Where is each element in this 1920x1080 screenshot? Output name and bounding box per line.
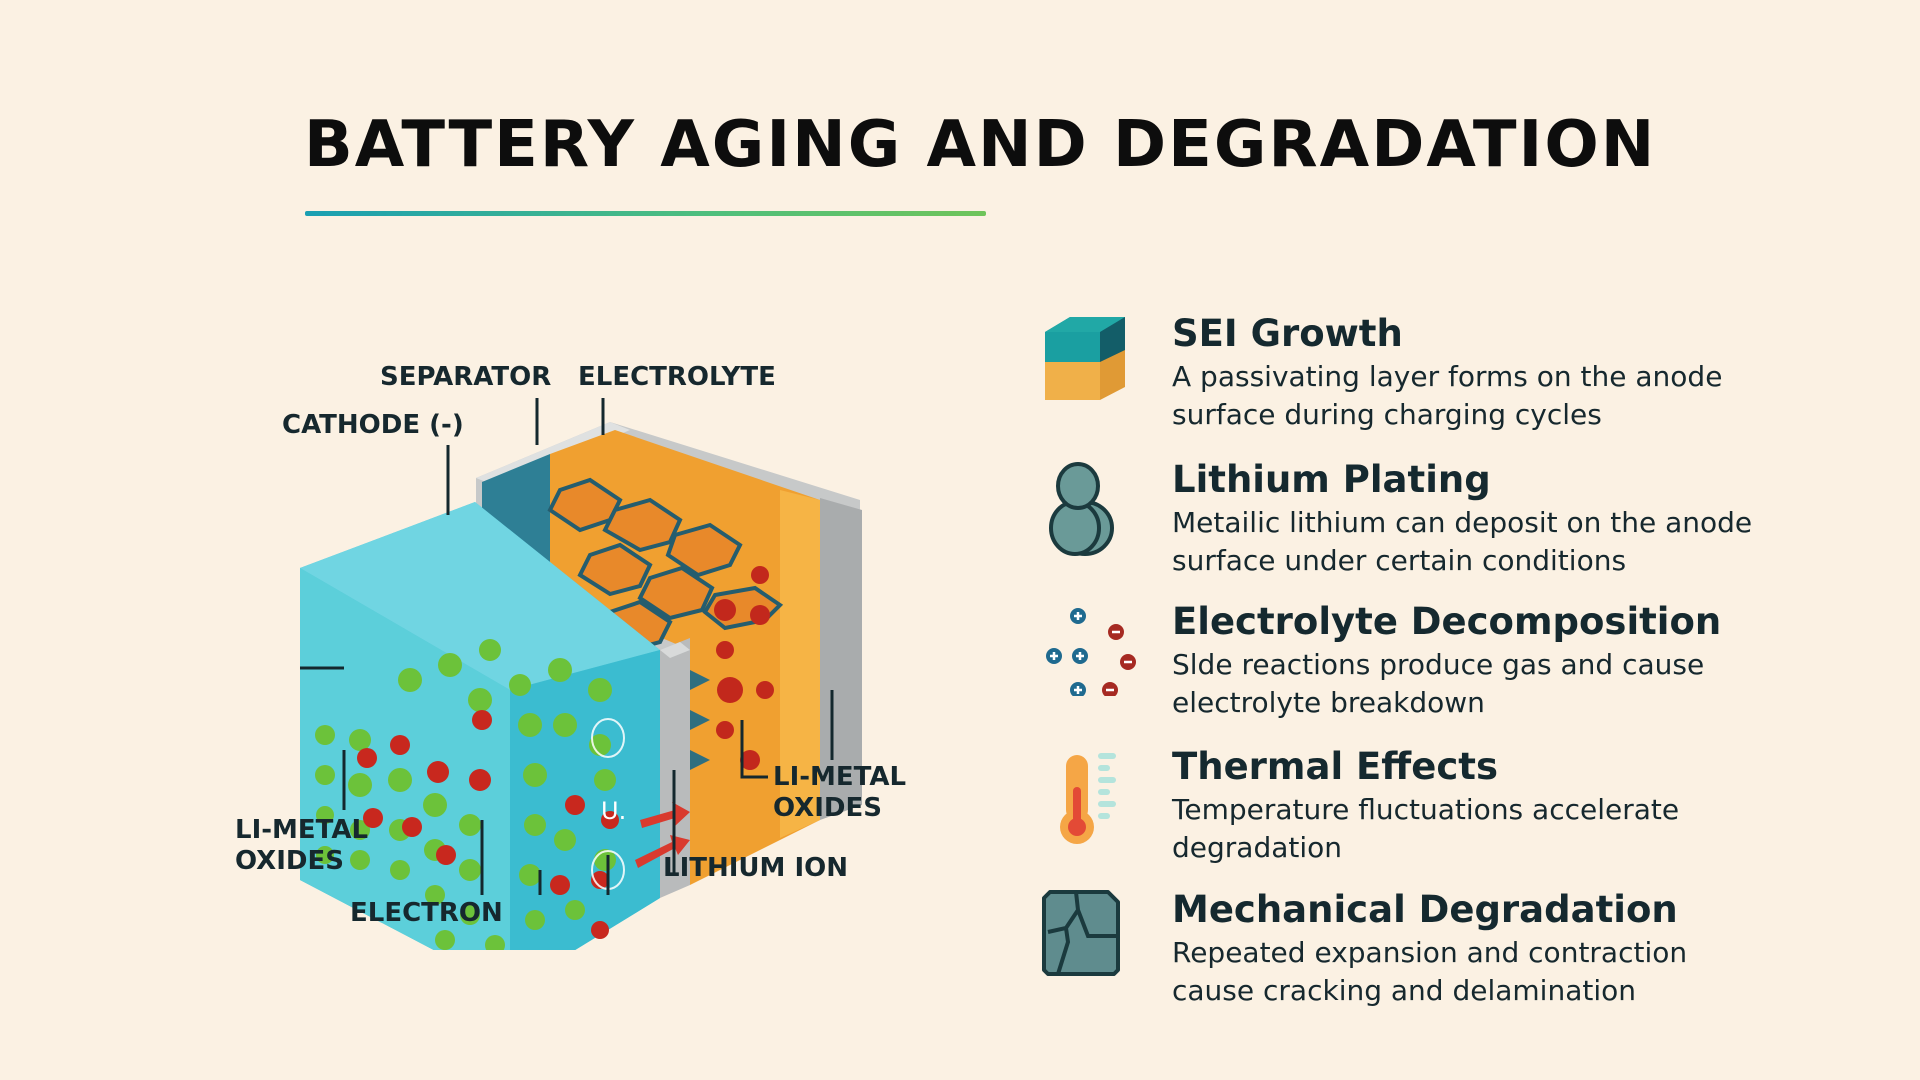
label-electron: ELECTRON — [350, 898, 503, 928]
feature-description: Repeated expansion and contraction cause… — [1172, 936, 1688, 1007]
cracked-tile-icon — [1040, 888, 1140, 988]
lithium-plating-icon — [1040, 458, 1140, 558]
thermometer-icon — [1040, 745, 1140, 845]
feature-title: Thermal Effects — [1172, 745, 1498, 788]
feature-description: Metailic lithium can deposit on the anod… — [1172, 506, 1753, 577]
label-separator: SEPARATOR — [380, 362, 552, 392]
title-underline — [305, 211, 986, 216]
label-cathode: CATHODE (-) — [282, 410, 464, 440]
battery-cross-section-diagram: U. SEPARATOR ELECTROLYTE CATHODE (-) LI-… — [220, 350, 940, 950]
ions-plus-minus-icon — [1040, 600, 1140, 700]
feature-sei-growth: SEI Growth A passivating layer forms on … — [1040, 312, 1800, 452]
feature-title: Lithium Plating — [1172, 458, 1491, 501]
feature-mechanical-degradation: Mechanical Degradation Repeated expansio… — [1040, 888, 1800, 1028]
feature-title: Electrolyte Decomposition — [1172, 600, 1722, 643]
label-lithium-ion: LITHIUM ION — [663, 853, 848, 883]
feature-description: A passivating layer forms on the anode s… — [1172, 360, 1723, 431]
label-li-metal-oxides-left: LI-METAL OXIDES — [235, 815, 369, 876]
feature-description: Slde reactions produce gas and cause ele… — [1172, 648, 1705, 719]
battery-illustration: U. — [300, 398, 862, 950]
page-title: BATTERY AGING AND DEGRADATION — [304, 108, 1657, 182]
svg-text:U.: U. — [601, 797, 626, 825]
feature-title: SEI Growth — [1172, 312, 1403, 355]
feature-thermal-effects: Thermal Effects Temperature fluctuations… — [1040, 745, 1800, 885]
feature-lithium-plating: Lithium Plating Metailic lithium can dep… — [1040, 458, 1800, 598]
feature-electrolyte-decomposition: Electrolyte Decomposition Slde reactions… — [1040, 600, 1800, 740]
sei-layer-cube-icon — [1040, 312, 1140, 412]
feature-description: Temperature fluctuations accelerate degr… — [1172, 793, 1680, 864]
label-li-metal-oxides-right: LI-METAL OXIDES — [773, 762, 907, 823]
feature-title: Mechanical Degradation — [1172, 888, 1678, 931]
label-electrolyte: ELECTROLYTE — [578, 362, 776, 392]
